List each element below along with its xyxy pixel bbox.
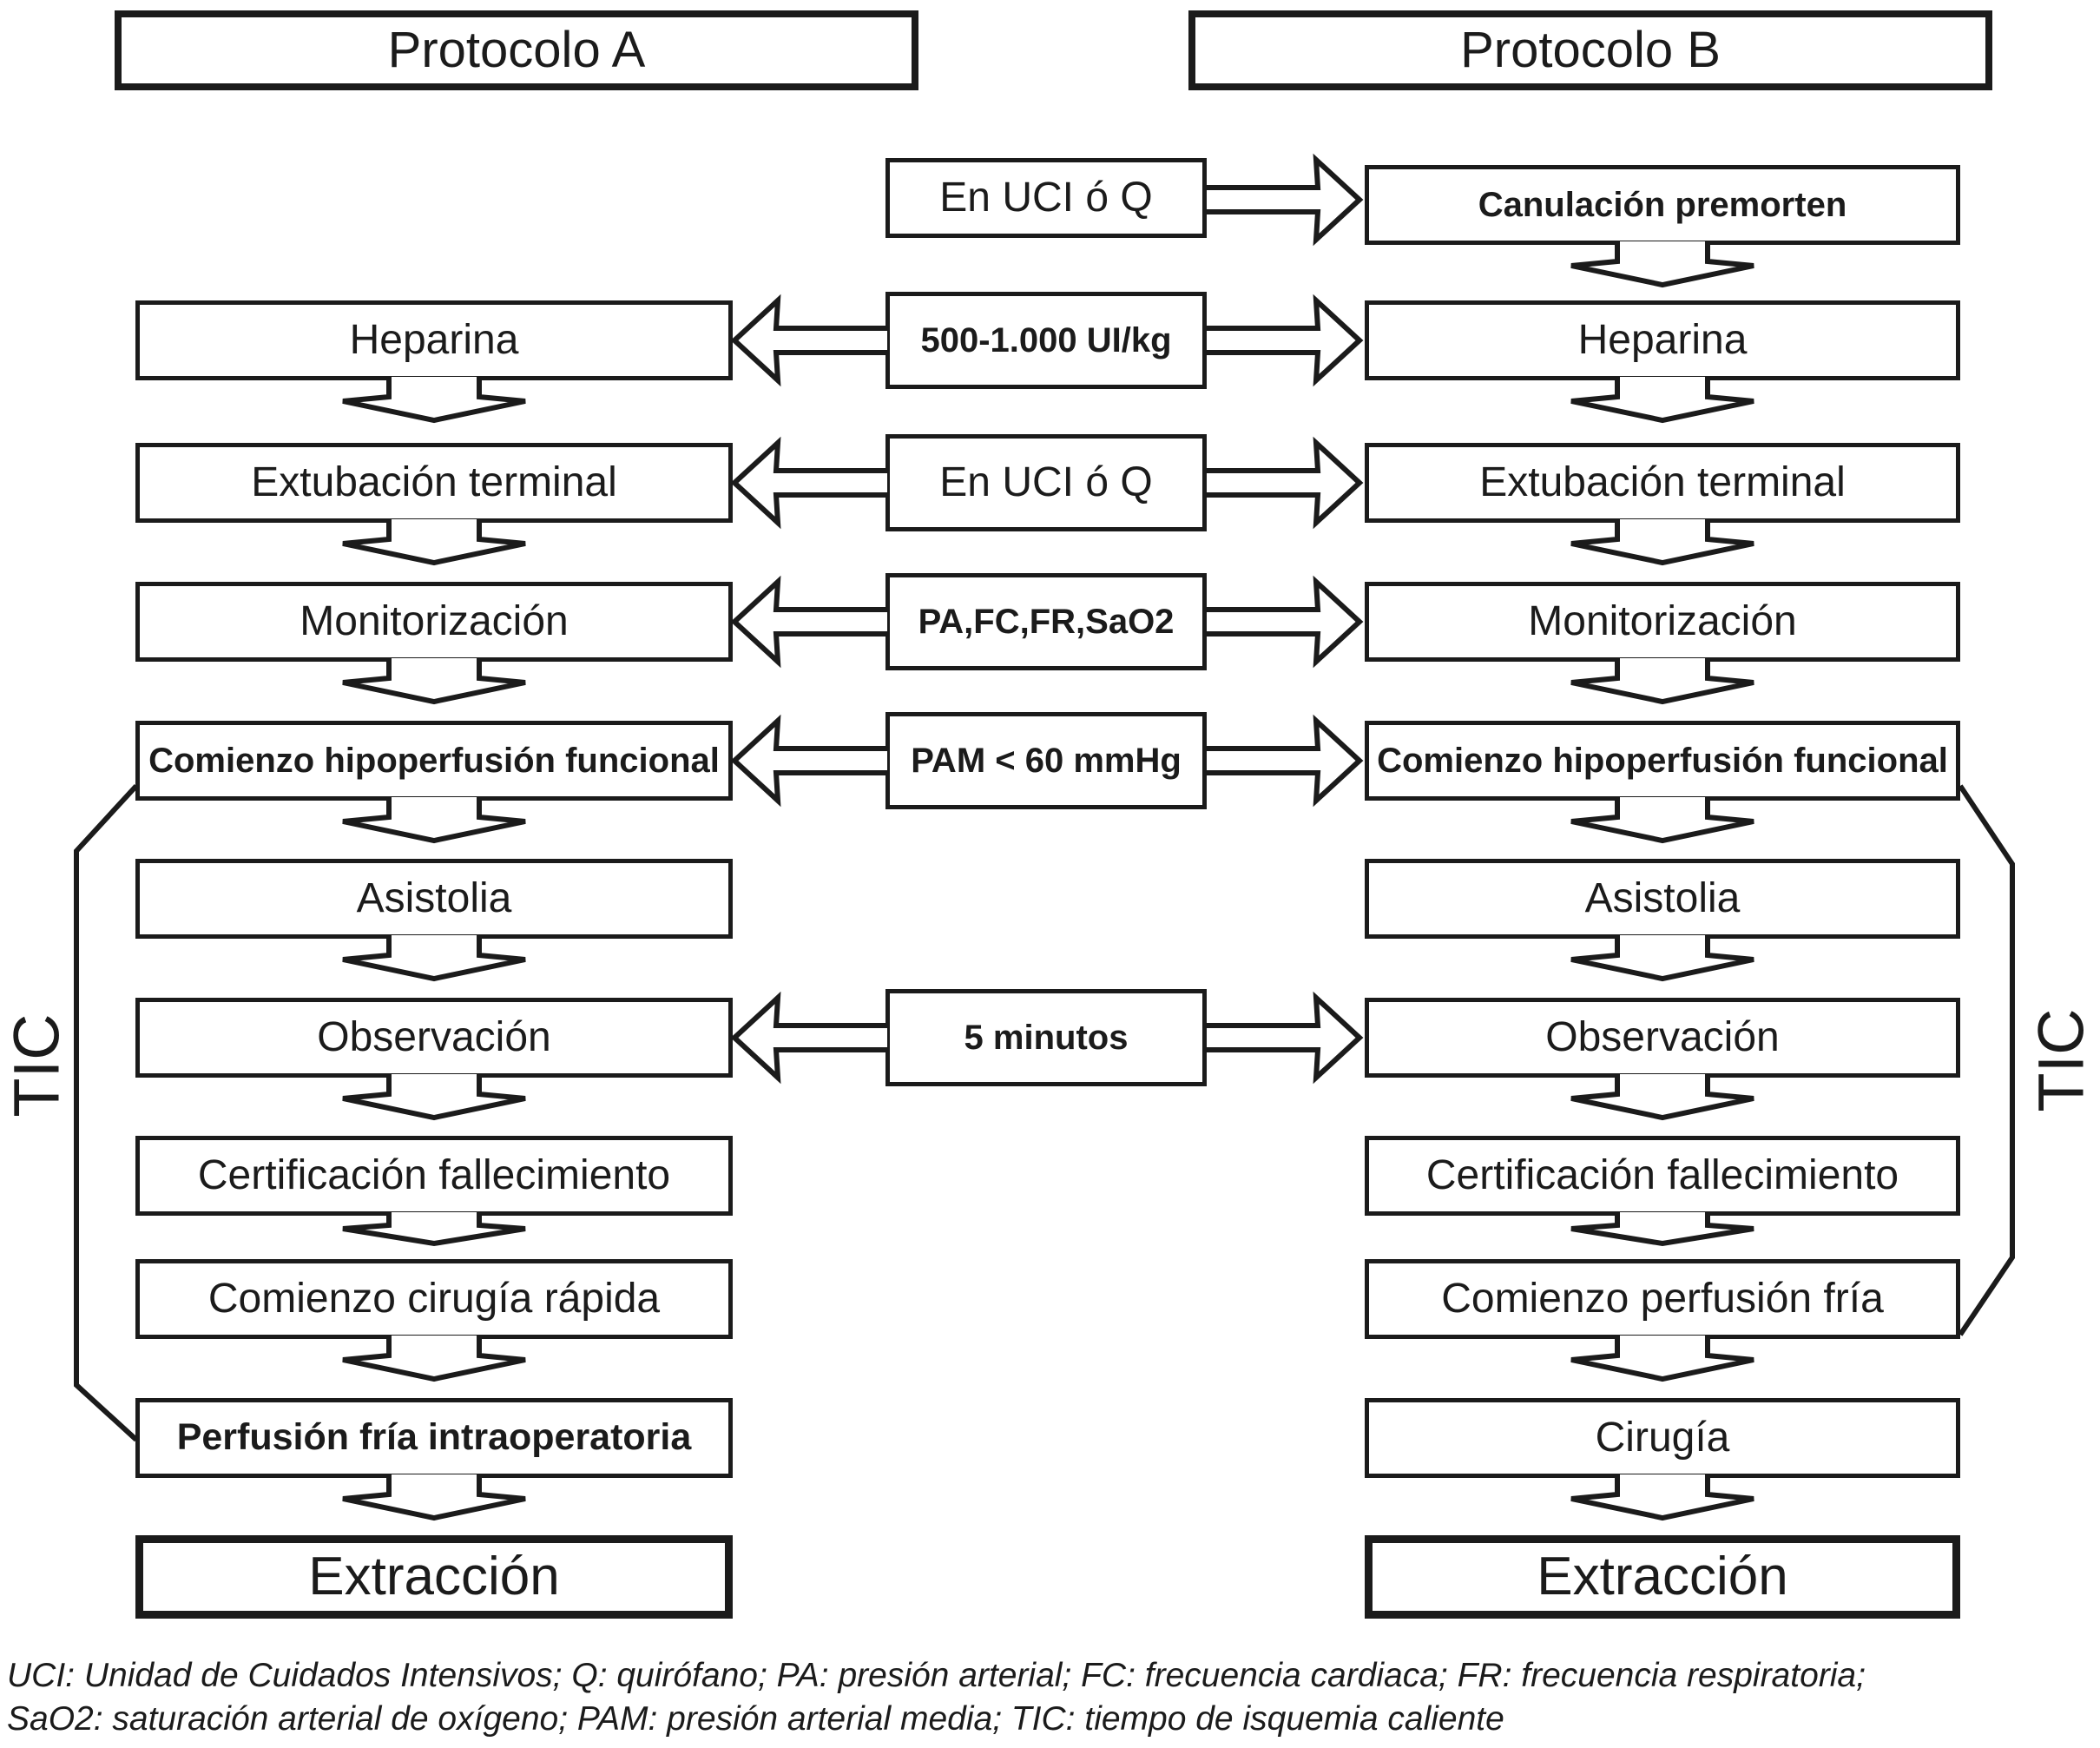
node-pam-threshold: PAM < 60 mmHg bbox=[885, 712, 1207, 809]
node-monitorizacion-left: Monitorización bbox=[135, 582, 733, 662]
tic-bracket-right bbox=[1958, 784, 2015, 1336]
node-en-uci-o-q-2: En UCI ó Q bbox=[885, 434, 1207, 531]
legend-line-1: UCI: Unidad de Cuidados Intensivos; Q: q… bbox=[7, 1657, 1866, 1694]
down-arrow bbox=[1571, 797, 1754, 841]
right-arrows bbox=[1207, 160, 1359, 1078]
node-extubacion-right: Extubación terminal bbox=[1365, 443, 1960, 523]
right-arrow bbox=[1207, 721, 1359, 801]
node-observacion-left: Observación bbox=[135, 998, 733, 1078]
node-comienzo-cirugia-rapida: Comienzo cirugía rápida bbox=[135, 1259, 733, 1339]
node-asistolia-left: Asistolia bbox=[135, 859, 733, 939]
left-arrow bbox=[734, 300, 887, 380]
header-protocol-b: Protocolo B bbox=[1188, 10, 1992, 90]
left-arrow bbox=[734, 582, 887, 662]
right-arrow bbox=[1207, 998, 1359, 1078]
node-heparin-dose: 500-1.000 UI/kg bbox=[885, 292, 1207, 389]
node-vital-signs: PA,FC,FR,SaO2 bbox=[885, 573, 1207, 670]
left-arrow bbox=[734, 721, 887, 801]
node-certificacion-right: Certificación fallecimiento bbox=[1365, 1136, 1960, 1216]
down-arrow bbox=[343, 935, 525, 979]
down-arrow bbox=[1571, 935, 1754, 979]
down-arrow bbox=[343, 1074, 525, 1118]
node-hipoperfusion-left: Comienzo hipoperfusión funcional bbox=[135, 721, 733, 801]
node-monitorizacion-right: Monitorización bbox=[1365, 582, 1960, 662]
node-observacion-right: Observación bbox=[1365, 998, 1960, 1078]
down-arrow bbox=[343, 1336, 525, 1379]
right-arrow bbox=[1207, 300, 1359, 380]
node-en-uci-o-q-1: En UCI ó Q bbox=[885, 158, 1207, 238]
down-arrow bbox=[343, 1212, 525, 1243]
legend: UCI: Unidad de Cuidados Intensivos; Q: q… bbox=[7, 1654, 2090, 1741]
node-heparina-left: Heparina bbox=[135, 300, 733, 380]
node-cirugia: Cirugía bbox=[1365, 1398, 1960, 1478]
down-arrow bbox=[343, 797, 525, 841]
down-arrow bbox=[1571, 1336, 1754, 1379]
node-perfusion-fria-intraoperatoria: Perfusión fría intraoperatoria bbox=[135, 1398, 733, 1478]
down-arrow bbox=[343, 658, 525, 702]
node-certificacion-left: Certificación fallecimiento bbox=[135, 1136, 733, 1216]
tic-label-left: TIC bbox=[0, 1013, 73, 1118]
left-arrows bbox=[734, 300, 887, 1078]
node-hipoperfusion-right: Comienzo hipoperfusión funcional bbox=[1365, 721, 1960, 801]
node-comienzo-perfusion-fria: Comienzo perfusión fría bbox=[1365, 1259, 1960, 1339]
tic-bracket-left bbox=[74, 783, 139, 1442]
down-arrow bbox=[1571, 1474, 1754, 1518]
down-arrow bbox=[1571, 377, 1754, 420]
right-arrow bbox=[1207, 443, 1359, 523]
down-arrow bbox=[343, 377, 525, 420]
node-extraccion-left: Extracción bbox=[135, 1535, 733, 1619]
left-arrow bbox=[734, 998, 887, 1078]
node-5-minutos: 5 minutos bbox=[885, 989, 1207, 1086]
tic-label-right: TIC bbox=[2024, 1008, 2097, 1112]
node-extraccion-right: Extracción bbox=[1365, 1535, 1960, 1619]
down-arrow bbox=[343, 519, 525, 563]
header-protocol-a: Protocolo A bbox=[115, 10, 918, 90]
legend-line-2: SaO2: saturación arterial de oxígeno; PA… bbox=[7, 1699, 1504, 1738]
node-canulacion-premorten: Canulación premorten bbox=[1365, 165, 1960, 245]
down-arrow bbox=[1571, 519, 1754, 563]
right-arrow bbox=[1207, 582, 1359, 662]
down-arrow bbox=[1571, 658, 1754, 702]
down-arrow bbox=[1571, 1212, 1754, 1243]
right-arrow bbox=[1207, 160, 1359, 240]
down-arrow bbox=[1571, 241, 1754, 285]
down-arrow bbox=[343, 1474, 525, 1518]
down-arrows-left-column bbox=[343, 377, 525, 1518]
node-heparina-right: Heparina bbox=[1365, 300, 1960, 380]
down-arrow bbox=[1571, 1074, 1754, 1118]
node-asistolia-right: Asistolia bbox=[1365, 859, 1960, 939]
node-extubacion-left: Extubación terminal bbox=[135, 443, 733, 523]
left-arrow bbox=[734, 443, 887, 523]
